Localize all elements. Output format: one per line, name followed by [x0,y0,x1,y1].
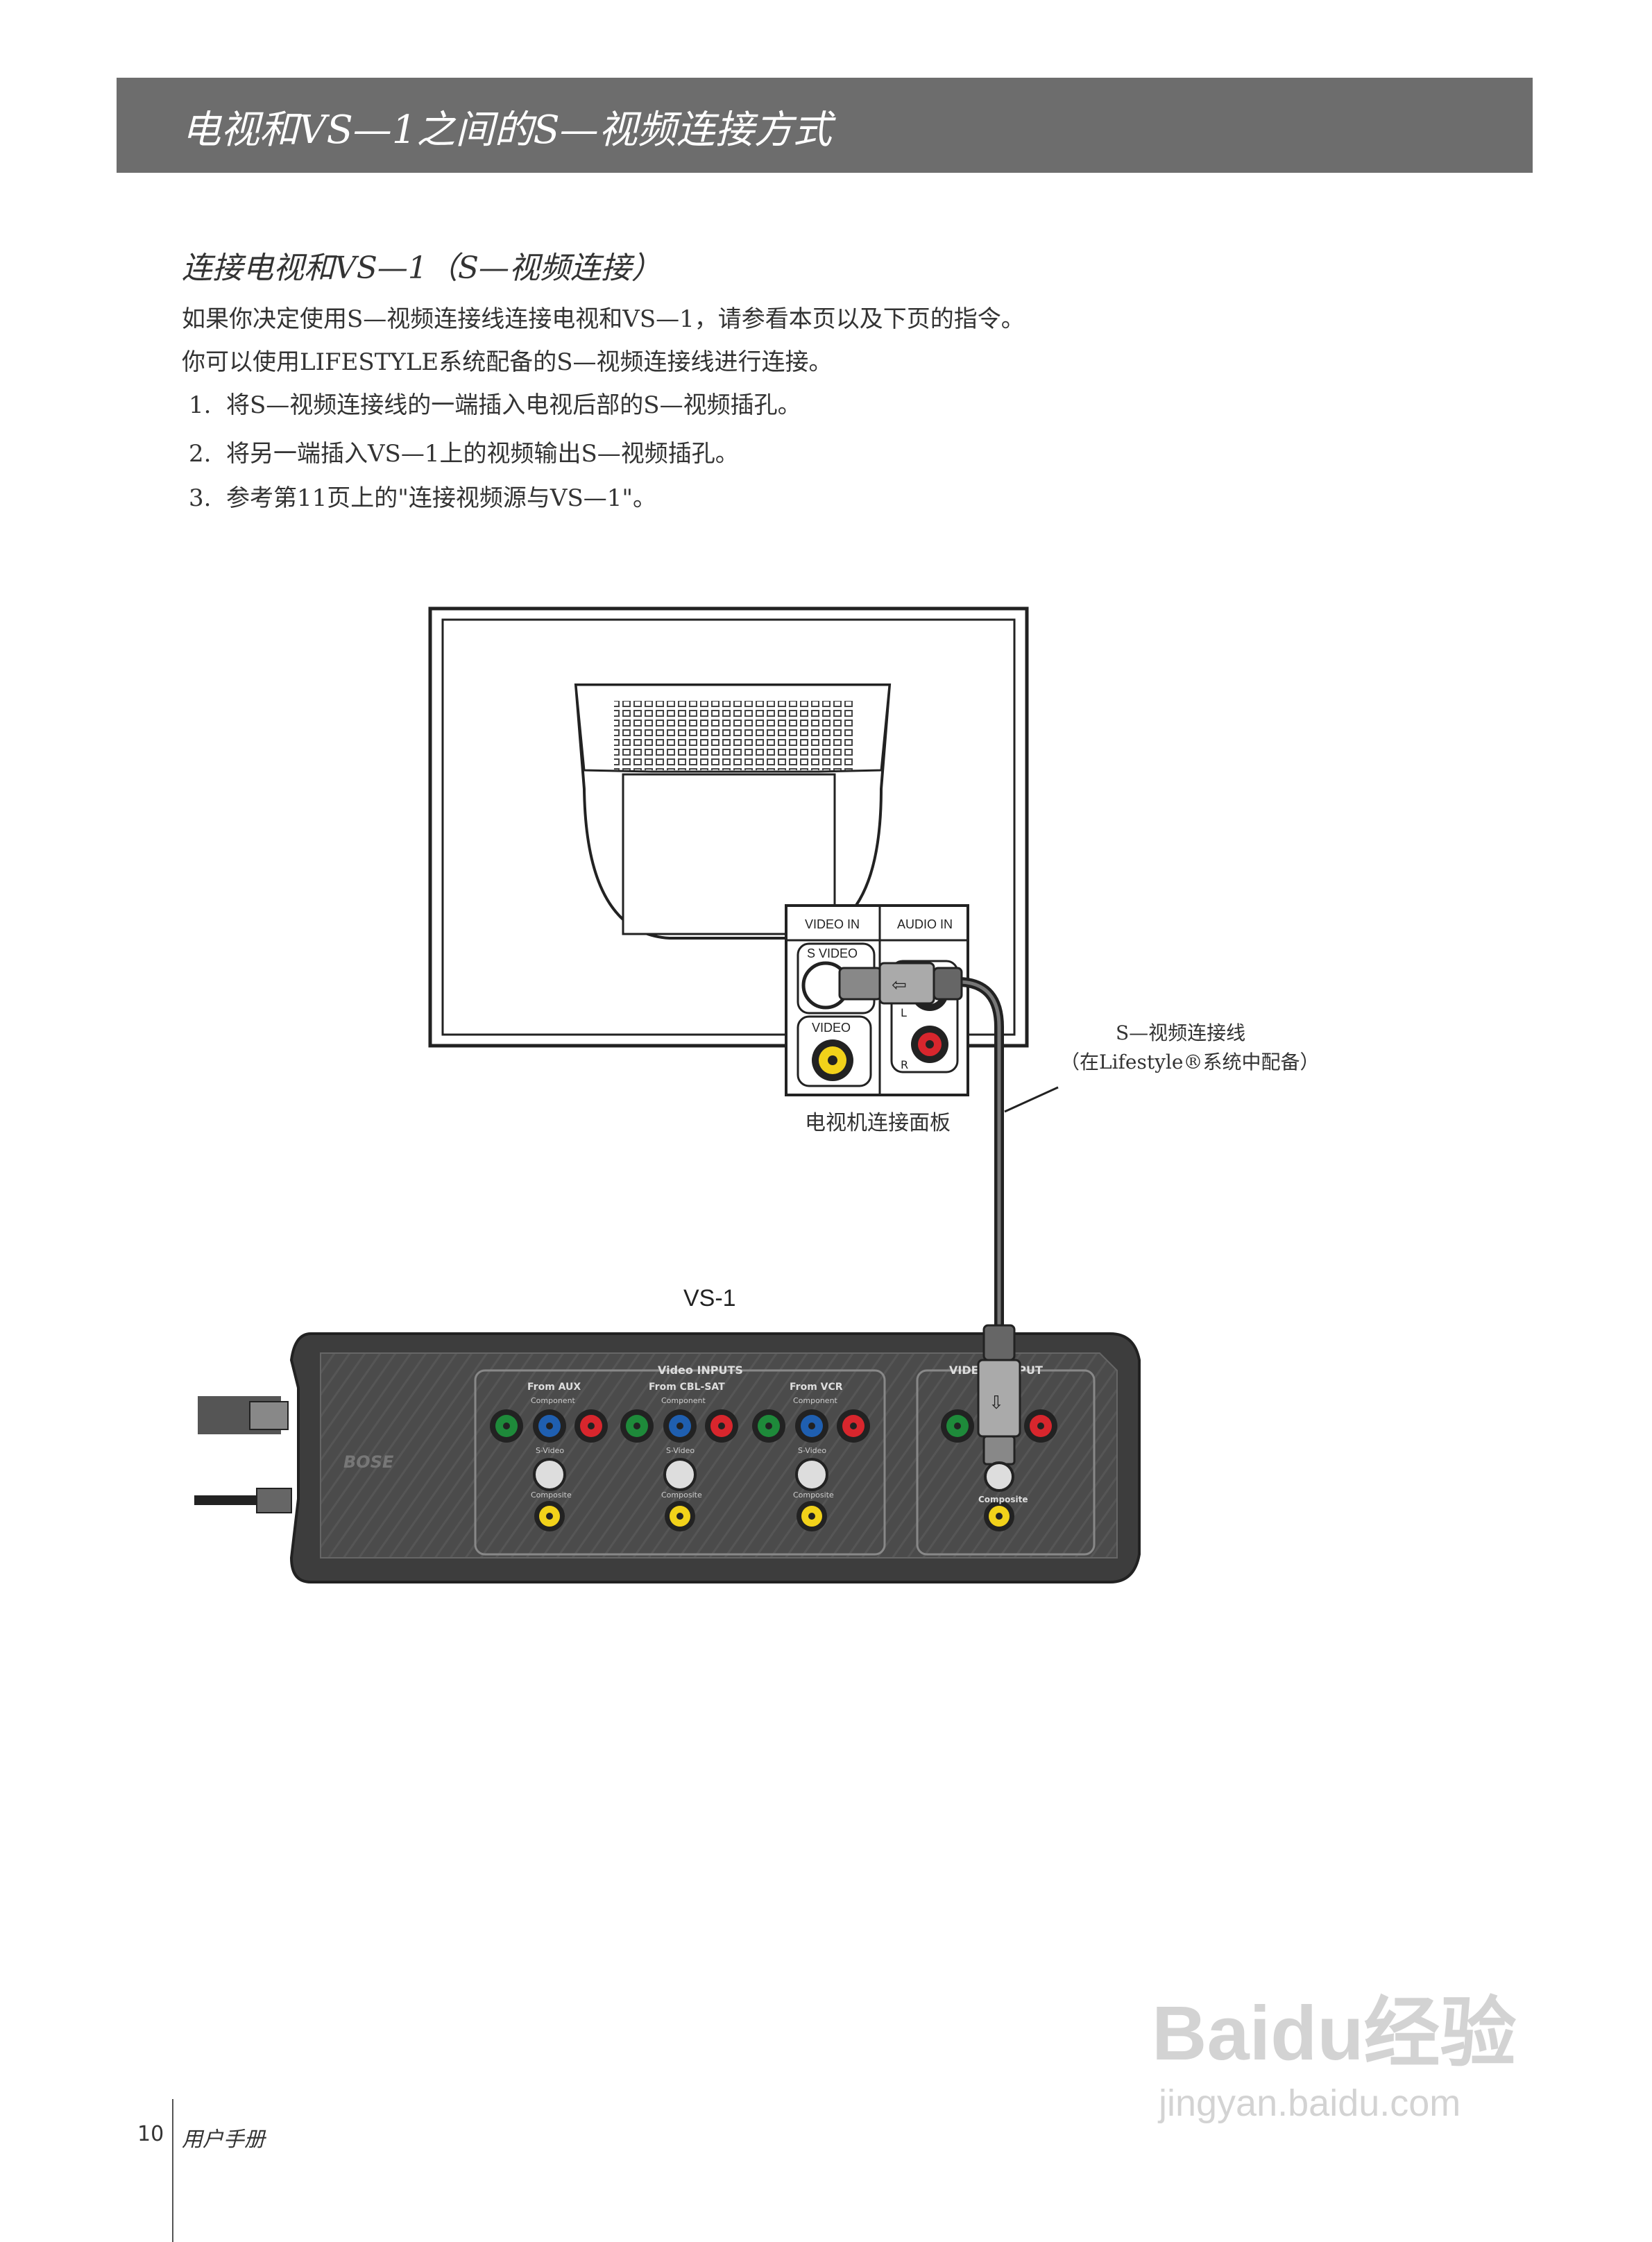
control-cable [256,1488,292,1513]
source-label: From CBL-SAT [649,1382,725,1393]
bose-logo: BOSE [343,1452,394,1472]
composite-label: Composite [531,1491,572,1500]
tv-video-label: VIDEO [812,1021,851,1035]
video-in-label: VIDEO IN [805,917,860,931]
step-text: 将S—视频连接线的一端插入电视后部的S—视频插孔。 [226,391,801,419]
step-2: 2. 将另一端插入VS—1上的视频输出S—视频插孔。 [189,434,739,468]
component-label: Component [531,1396,576,1405]
tv-audio-r-label: R [901,1058,908,1071]
step-number: 2. [189,440,212,468]
s-video-label: S-Video [666,1446,695,1455]
cable-plug-tv [838,967,883,1001]
vs1-unit: VS-1 BOSE Video INPUTS From AUX From CBL… [194,1285,1141,1583]
composite-label: Composite [793,1491,834,1500]
composite-label: Composite [661,1491,702,1500]
page-number: 10 [137,2122,164,2146]
vs1-label: VS-1 [683,1285,736,1311]
s-video-label: S-Video [536,1446,564,1455]
page-title: 电视和VS—1之间的S—视频连接方式 [182,108,832,153]
s-video-label: S-Video [798,1446,826,1455]
intro-line-2: 你可以使用LIFESTYLE系统配备的S—视频连接线进行连接。 [182,348,833,376]
inputs-title: Video INPUTS [658,1364,743,1377]
manual-label: 用户手册 [182,2128,265,2152]
component-label: Component [661,1396,706,1405]
s-video-jack [663,1458,697,1491]
step-3: 3. 参考第11页上的"连接视频源与VS—1"。 [189,479,656,513]
tv-audio-l-label: L [901,1006,907,1019]
step-text: 将另一端插入VS—1上的视频输出S—视频插孔。 [226,440,739,468]
output-composite-label: Composite [978,1495,1028,1504]
component-label: Component [793,1396,838,1405]
footer-divider [172,2099,173,2242]
step-number: 3. [189,484,212,512]
watermark-brand: Baidu经验 [1152,1991,1517,2076]
source-label: From AUX [527,1382,581,1393]
cable-label-line-1: S—视频连接线 [1116,1021,1245,1044]
step-text: 参考第11页上的"连接视频源与VS—1"。 [226,484,657,512]
watermark-logo: Baidu经验 jingyan.baidu.com [1152,1971,1517,2125]
tv-s-video-label: S VIDEO [807,946,858,960]
section-title: 连接电视和VS—1（S—视频连接） [182,250,663,286]
tv-panel-caption: 电视机连接面板 [805,1111,951,1135]
s-video-jack [795,1458,828,1491]
watermark-url: jingyan.baidu.com [1159,2082,1461,2124]
step-number: 1. [189,391,212,419]
arrow-left-icon: ⇦ [892,975,907,996]
step-1: 1. 将S—视频连接线的一端插入电视后部的S—视频插孔。 [189,386,801,420]
tv-connection-panel: VIDEO IN AUDIO IN S VIDEO VIDEO L R 电视机连… [785,904,969,1135]
vent-grille [614,701,853,770]
header-bar: 电视和VS—1之间的S—视频连接方式 [117,78,1533,173]
cable-label-line-2: （在Lifestyle®系统中配备） [1060,1051,1319,1073]
s-video-jack [533,1458,566,1491]
s-video-cable: ⇦ [838,962,1059,1325]
audio-in-label: AUDIO IN [897,917,953,931]
intro-line-1: 如果你决定使用S—视频连接线连接电视和VS—1，请参看本页以及下页的指令。 [182,305,1025,333]
source-label: From VCR [790,1382,843,1393]
arrow-down-icon: ⇩ [989,1393,1004,1413]
